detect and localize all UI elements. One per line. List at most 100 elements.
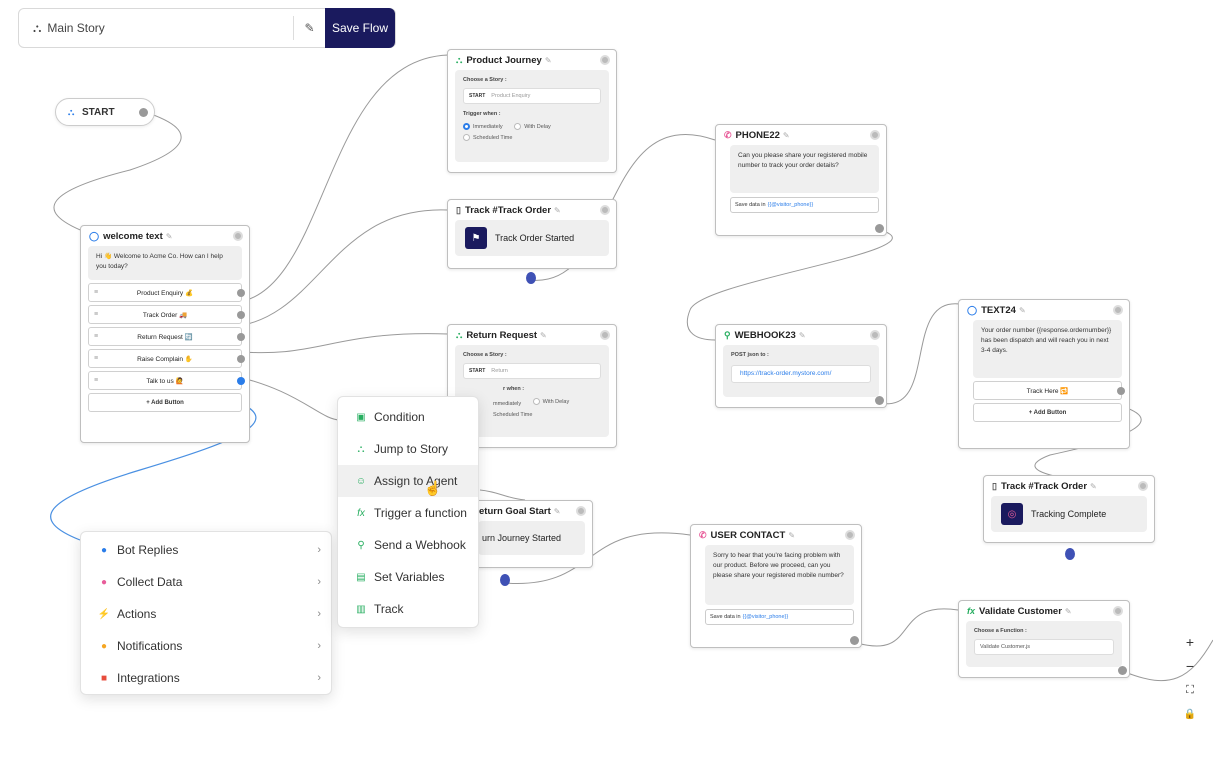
button-raise-complain[interactable]: ≡Raise Complain ✋ xyxy=(88,349,245,368)
return-goal-node[interactable]: eturn Goal Start ✎ urn Journey Started xyxy=(470,500,593,568)
zoom-in-button[interactable]: + xyxy=(1185,634,1195,650)
menu-collect-data[interactable]: ● Collect Data › xyxy=(81,566,331,598)
menu-condition[interactable]: ▣Condition xyxy=(338,401,478,433)
button-connector[interactable] xyxy=(1117,387,1125,395)
menu-actions[interactable]: ⚡ Actions › xyxy=(81,598,331,630)
goal-pin-icon xyxy=(500,574,510,586)
edit-title-icon[interactable]: ✎ xyxy=(554,205,561,215)
fit-view-button[interactable]: ⛶ xyxy=(1186,683,1194,696)
menu-assign-to-agent[interactable]: ☺Assign to Agent xyxy=(338,465,478,497)
validate-customer-node[interactable]: fx Validate Customer ✎ Choose a Function… xyxy=(958,600,1130,678)
menu-bot-replies[interactable]: ● Bot Replies › xyxy=(81,534,331,566)
radio-immediately[interactable]: mmediately xyxy=(493,400,521,408)
settings-gear-icon[interactable] xyxy=(1113,305,1123,315)
story-tree-icon: ⛬ xyxy=(33,20,42,35)
edit-title-icon[interactable]: ✎ xyxy=(782,130,790,140)
settings-gear-icon[interactable] xyxy=(1113,606,1123,616)
story-selector[interactable]: ⛬ Main Story xyxy=(19,21,293,36)
add-button[interactable]: + Add Button xyxy=(973,403,1122,422)
radio-immediately[interactable]: Immediately xyxy=(463,123,503,131)
node-connector[interactable] xyxy=(1118,666,1127,675)
edit-story-button[interactable]: ✎ xyxy=(293,16,325,40)
edit-title-icon[interactable]: ✎ xyxy=(553,506,561,516)
save-flow-button[interactable]: Save Flow xyxy=(325,8,395,48)
button-track-order[interactable]: ≡ Track Order 🚚 xyxy=(88,305,245,324)
settings-gear-icon[interactable] xyxy=(870,130,880,140)
node-connector[interactable] xyxy=(850,636,859,645)
webhook23-node[interactable]: ⚲ WEBHOOK23 ✎ POST json to : https://tra… xyxy=(715,324,887,408)
trigger-label: r when : xyxy=(503,386,525,393)
settings-gear-icon[interactable] xyxy=(845,530,855,540)
settings-gear-icon[interactable] xyxy=(870,330,880,340)
settings-gear-icon[interactable] xyxy=(576,506,586,516)
target-icon: ◎ xyxy=(1001,503,1023,525)
question-message: Sorry to hear that you're facing problem… xyxy=(705,545,854,605)
drag-handle-icon[interactable]: ≡ xyxy=(94,377,99,384)
start-node[interactable]: ⛬ START xyxy=(55,98,155,126)
button-connector[interactable] xyxy=(237,311,245,319)
radio-with-delay[interactable]: With Delay xyxy=(514,123,551,131)
button-connector[interactable] xyxy=(237,289,245,297)
node-connector[interactable] xyxy=(875,396,884,405)
button-connector[interactable] xyxy=(237,333,245,341)
button-connector[interactable] xyxy=(237,355,245,363)
button-return-request[interactable]: ≡Return Request 🔄 xyxy=(88,327,245,346)
settings-gear-icon[interactable] xyxy=(1138,481,1148,491)
node-title: Return Request xyxy=(466,329,538,341)
button-connector[interactable] xyxy=(237,377,245,385)
menu-jump-to-story[interactable]: ⛬Jump to Story xyxy=(338,433,478,465)
button-label: Product Enquiry 💰 xyxy=(136,289,194,297)
zoom-out-button[interactable]: − xyxy=(1185,658,1195,674)
welcome-text-node[interactable]: ◯ welcome text ✎ Hi 👋 Welcome to Acme Co… xyxy=(80,225,250,443)
phone22-node[interactable]: ✆ PHONE22 ✎ Can you please share your re… xyxy=(715,124,887,236)
button-track-here[interactable]: Track Here 🔁 xyxy=(973,381,1125,400)
settings-gear-icon[interactable] xyxy=(600,205,610,215)
edit-title-icon[interactable]: ✎ xyxy=(1018,305,1026,315)
function-select[interactable]: Validate Customer.js xyxy=(974,639,1114,656)
add-button[interactable]: + Add Button xyxy=(88,393,242,412)
button-talk-to-us[interactable]: ≡ Talk to us 🙋 xyxy=(88,371,245,390)
node-connector[interactable] xyxy=(875,224,884,233)
radio-scheduled[interactable]: Scheduled Time xyxy=(463,134,512,142)
edit-title-icon[interactable]: ✎ xyxy=(1064,606,1072,616)
edit-title-icon[interactable]: ✎ xyxy=(165,231,173,241)
node-title: welcome text xyxy=(103,230,163,242)
edit-title-icon[interactable]: ✎ xyxy=(798,330,806,340)
text24-node[interactable]: ◯ TEXT24 ✎ Your order number {{response.… xyxy=(958,299,1130,449)
chevron-right-icon: › xyxy=(317,608,321,620)
menu-track[interactable]: ▥Track xyxy=(338,593,478,625)
user-contact-node[interactable]: ✆ USER CONTACT ✎ Sorry to hear that you'… xyxy=(690,524,862,648)
drag-handle-icon[interactable]: ≡ xyxy=(94,289,99,296)
lock-button[interactable]: 🔒 xyxy=(1183,708,1197,720)
save-data-field[interactable]: Save data in {{@visitor_phone}} xyxy=(705,609,854,625)
button-label: Track Order 🚚 xyxy=(142,311,188,319)
edit-title-icon[interactable]: ✎ xyxy=(1090,481,1097,491)
product-journey-node[interactable]: ⛬ Product Journey ✎ Choose a Story : STA… xyxy=(447,49,617,173)
button-label: Talk to us 🙋 xyxy=(146,377,184,385)
button-product-enquiry[interactable]: ≡ Product Enquiry 💰 xyxy=(88,283,245,302)
edit-title-icon[interactable]: ✎ xyxy=(540,330,547,340)
drag-handle-icon[interactable]: ≡ xyxy=(94,311,99,318)
settings-gear-icon[interactable] xyxy=(600,330,610,340)
drag-handle-icon[interactable]: ≡ xyxy=(94,333,99,340)
edit-title-icon[interactable]: ✎ xyxy=(788,530,796,540)
edit-title-icon[interactable]: ✎ xyxy=(544,55,552,65)
webhook-url-field[interactable]: https://track-order.mystore.com/ xyxy=(731,365,871,384)
save-data-field[interactable]: Save data in {{@visitor_phone}} xyxy=(730,197,879,213)
menu-send-webhook[interactable]: ⚲Send a Webhook xyxy=(338,529,478,561)
settings-gear-icon[interactable] xyxy=(600,55,610,65)
radio-with-delay[interactable]: With Delay xyxy=(532,398,569,406)
settings-gear-icon[interactable] xyxy=(233,231,243,241)
tracking-complete-node[interactable]: ▯ Track #Track Order ✎ ◎ Tracking Comple… xyxy=(983,475,1155,543)
menu-set-variables[interactable]: ▤Set Variables xyxy=(338,561,478,593)
menu-notifications[interactable]: ● Notifications › xyxy=(81,630,331,662)
menu-integrations[interactable]: ■ Integrations › xyxy=(81,662,331,694)
radio-scheduled[interactable]: Scheduled Time xyxy=(493,411,532,419)
start-connector[interactable] xyxy=(139,108,148,117)
track-order-node[interactable]: ▯ Track #Track Order ✎ ⚑ Track Order Sta… xyxy=(447,199,617,269)
drag-handle-icon[interactable]: ≡ xyxy=(94,355,99,362)
